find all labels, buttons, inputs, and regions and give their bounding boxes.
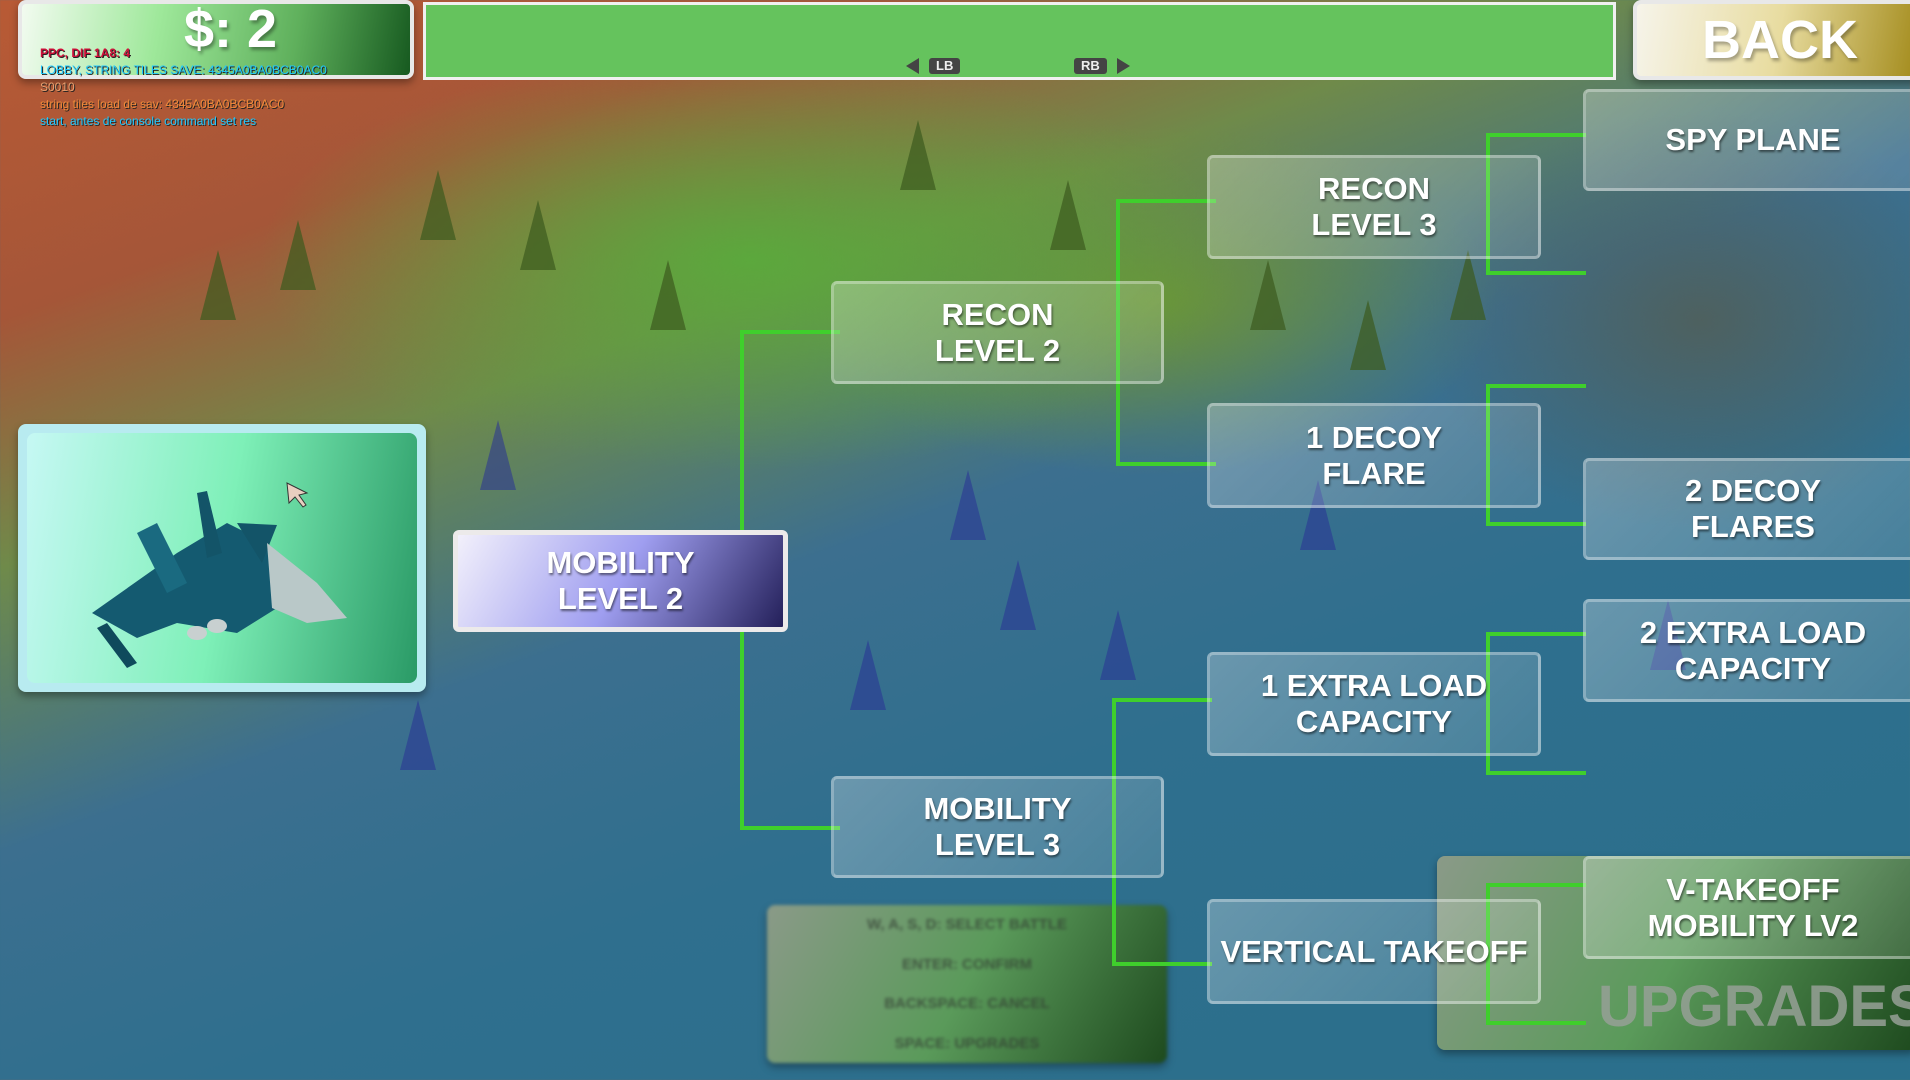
tab-prev-button[interactable]: LB	[906, 58, 961, 74]
lb-button-label: LB	[929, 58, 961, 74]
jet-fighter-icon	[92, 482, 347, 668]
aircraft-preview-image	[27, 433, 417, 683]
hint-line: SPACE: UPGRADES	[894, 1034, 1040, 1052]
connector-line	[1486, 384, 1586, 388]
money-panel: $: 2	[18, 0, 414, 79]
connector-line	[1486, 883, 1490, 1024]
upgrade-node-recon-level-3[interactable]: RECON LEVEL 3	[1207, 155, 1541, 259]
connector-line	[1116, 199, 1120, 466]
controls-hint-panel: W, A, S, D: SELECT BATTLE ENTER: CONFIRM…	[767, 905, 1167, 1063]
upgrades-title: UPGRADES	[1598, 974, 1910, 1039]
connector-line	[1486, 1021, 1586, 1025]
upgrade-node-recon-level-2[interactable]: RECON LEVEL 2	[831, 281, 1164, 384]
aircraft-preview-card	[18, 424, 426, 692]
connector-line	[740, 330, 840, 334]
hint-line: BACKSPACE: CANCEL	[884, 995, 1050, 1013]
connector-line	[1116, 462, 1216, 466]
upgrade-node-1-extra-load[interactable]: 1 EXTRA LOAD CAPACITY	[1207, 652, 1541, 756]
upgrades-panel	[1437, 856, 1910, 1050]
connector-line	[1486, 384, 1490, 525]
hint-line: ENTER: CONFIRM	[902, 955, 1032, 973]
upgrade-node-1-decoy-flare[interactable]: 1 DECOY FLARE	[1207, 403, 1541, 508]
tab-next-button[interactable]: RB	[1074, 58, 1130, 74]
back-label: BACK	[1702, 10, 1858, 70]
connector-line	[740, 826, 840, 830]
connector-line	[1486, 632, 1490, 774]
hint-line: W, A, S, D: SELECT BATTLE	[867, 916, 1067, 934]
connector-line	[1486, 133, 1586, 137]
debug-line: start, antes de console command set res	[40, 114, 257, 128]
connector-line	[1112, 698, 1212, 702]
connector-line	[1112, 698, 1116, 966]
upgrade-node-spy-plane[interactable]: SPY PLANE	[1583, 89, 1910, 191]
connector-line	[1486, 271, 1586, 275]
right-arrow-icon	[1116, 58, 1130, 74]
upgrade-node-mobility-level-2[interactable]: MOBILITY LEVEL 2	[453, 530, 788, 632]
connector-line	[1486, 133, 1490, 274]
connector-line	[1116, 199, 1216, 203]
debug-line: PPC, DIF 1A8: 4	[40, 46, 131, 60]
connector-line	[1486, 522, 1586, 526]
upgrade-node-v-takeoff-mobility-2[interactable]: V-TAKEOFF MOBILITY LV2	[1583, 856, 1910, 959]
debug-line: S0010	[40, 80, 75, 94]
debug-line: string tiles load de sav: 4345A0BA0BCB0A…	[40, 97, 285, 111]
money-label: $: 2	[184, 0, 278, 59]
debug-line: LOBBY, STRING TILES SAVE: 4345A0BA0BCB0A…	[40, 63, 327, 77]
upgrade-node-2-extra-load[interactable]: 2 EXTRA LOAD CAPACITY	[1583, 599, 1910, 702]
left-arrow-icon	[906, 58, 919, 74]
upgrade-node-vertical-takeoff[interactable]: VERTICAL TAKEOFF	[1207, 899, 1541, 1004]
back-button[interactable]: BACK	[1633, 0, 1910, 80]
tab-bar: LB RB	[423, 2, 1616, 80]
upgrade-node-mobility-level-3[interactable]: MOBILITY LEVEL 3	[831, 776, 1164, 878]
connector-line	[1486, 771, 1586, 775]
connector-line	[1486, 883, 1586, 887]
upgrade-node-2-decoy-flares[interactable]: 2 DECOY FLARES	[1583, 458, 1910, 560]
connector-line	[1112, 962, 1212, 966]
rb-button-label: RB	[1074, 58, 1107, 74]
connector-line	[1486, 632, 1586, 636]
